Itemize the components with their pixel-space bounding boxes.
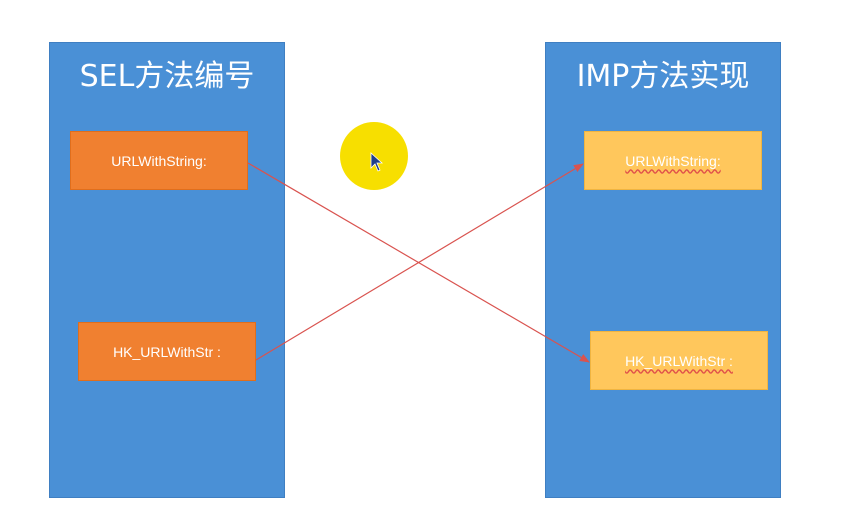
imp-box-label: URLWithString:: [625, 152, 721, 169]
sel-box-hk-urlwithstr: HK_URLWithStr :: [78, 322, 256, 381]
sel-panel-title: SEL方法编号: [79, 59, 255, 94]
imp-box-label: HK_URLWithStr :: [625, 352, 733, 369]
sel-box-urlwithstring: URLWithString:: [70, 131, 248, 190]
cursor-arrow-icon: [370, 152, 384, 172]
connector-sel-hk-to-imp-urlwithstring: [255, 163, 584, 361]
sel-box-label: HK_URLWithStr :: [113, 343, 221, 360]
imp-box-hk-urlwithstr: HK_URLWithStr :: [590, 331, 768, 390]
sel-box-label: URLWithString:: [111, 152, 207, 169]
imp-box-urlwithstring: URLWithString:: [584, 131, 762, 190]
cursor-highlight: [340, 122, 408, 190]
imp-panel: IMP方法实现: [545, 42, 781, 498]
connector-sel-urlwithstring-to-imp-hk: [247, 162, 590, 363]
imp-panel-title: IMP方法实现: [576, 59, 750, 94]
sel-panel: SEL方法编号: [49, 42, 285, 498]
